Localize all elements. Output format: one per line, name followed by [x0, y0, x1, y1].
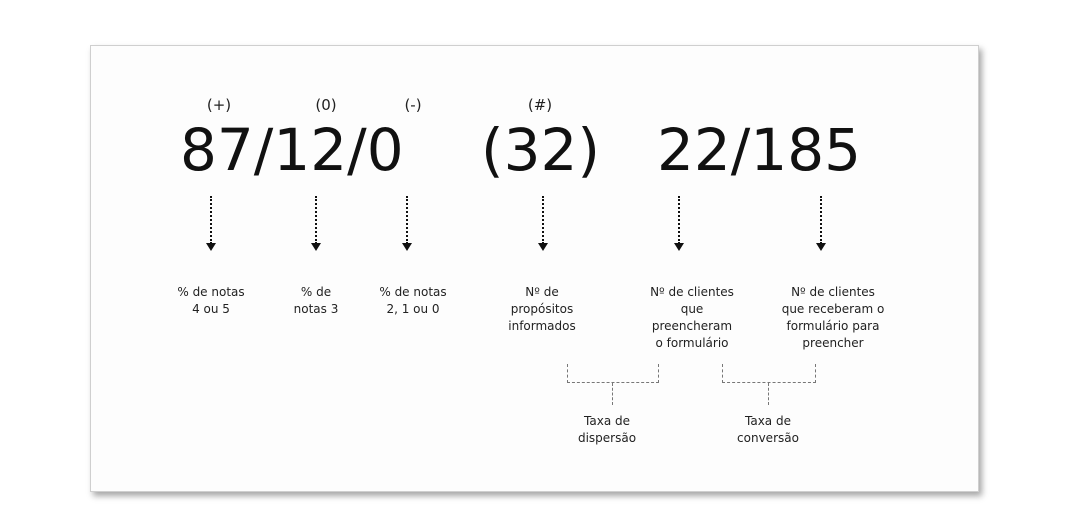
bracket-conversao: [722, 364, 816, 383]
symbol-plus: (+): [206, 96, 232, 114]
symbol-hash: (#): [527, 96, 553, 114]
bracket-conversao-stem: [768, 383, 769, 405]
arrow-propositos: [538, 196, 548, 256]
arrow-notas-2-1-0: [402, 196, 412, 256]
bracket-dispersao: [567, 364, 659, 383]
arrow-notas-3: [311, 196, 321, 256]
formula-ratings: 87/12/0: [180, 116, 404, 184]
arrow-notas-4-5: [206, 196, 216, 256]
arrow-receberam: [816, 196, 826, 256]
diagram-card: [90, 45, 979, 492]
formula-purposes: (32): [481, 116, 601, 184]
formula-conversion: 22/185: [657, 116, 862, 184]
symbol-minus: (-): [404, 96, 422, 114]
arrow-preencheram: [674, 196, 684, 256]
symbol-zero: (0): [315, 96, 337, 114]
bracket-dispersao-stem: [612, 383, 613, 405]
